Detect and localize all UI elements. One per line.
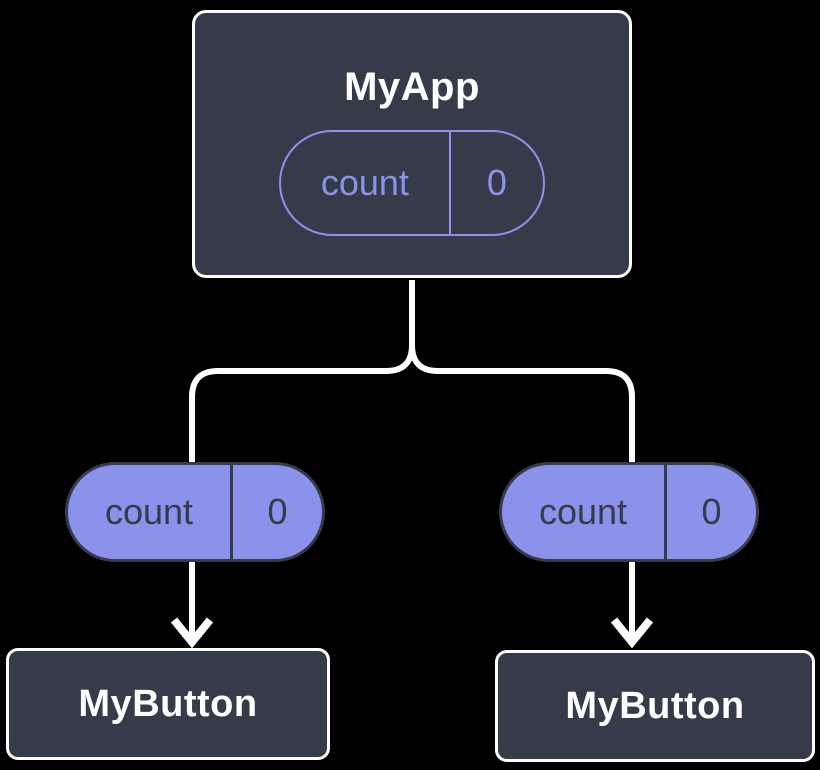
fork-left-branch: [189, 280, 415, 464]
myapp-component-box: MyApp count 0: [192, 10, 632, 278]
myapp-state-pill: count 0: [279, 130, 545, 236]
prop-pill-left: count 0: [65, 462, 325, 562]
prop-key-label: count: [502, 465, 667, 559]
prop-pill-right: count 0: [499, 462, 759, 562]
state-key-label: count: [281, 132, 451, 234]
prop-value: 0: [701, 491, 722, 532]
down-arrow-right-icon: [610, 562, 654, 649]
state-value: 0: [486, 162, 507, 203]
prop-key-label: count: [68, 465, 233, 559]
fork-right-branch: [409, 280, 635, 464]
mybutton-component-box-right: MyButton: [495, 650, 815, 762]
mybutton-title: MyButton: [565, 684, 745, 727]
fork-connector: [189, 280, 635, 464]
mybutton-title: MyButton: [78, 682, 258, 725]
mybutton-component-box-left: MyButton: [6, 648, 330, 760]
myapp-title: MyApp: [344, 65, 480, 109]
prop-value: 0: [267, 491, 288, 532]
down-arrow-left-icon: [170, 562, 214, 649]
